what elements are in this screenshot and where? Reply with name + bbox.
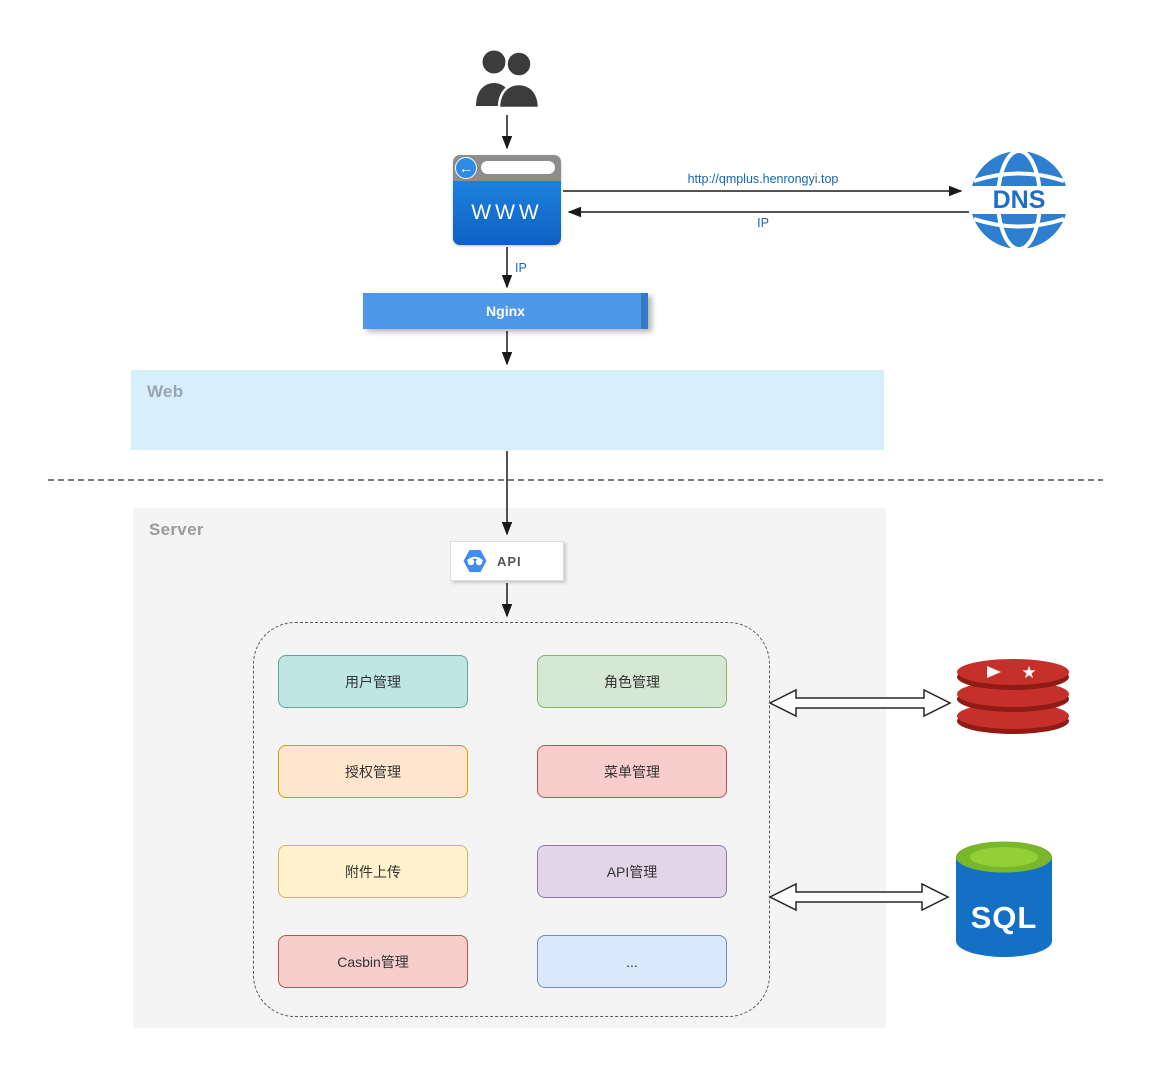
module-label: 菜单管理 (604, 763, 660, 780)
module-label: API管理 (606, 863, 658, 880)
browser-titlebar: ← (453, 155, 561, 181)
url-request-label: http://qmplus.henrongyi.top (687, 172, 839, 186)
sql-database-icon: SQL (956, 841, 1052, 957)
server-zone: Server (133, 508, 886, 1028)
dns-label: DNS (993, 186, 1046, 214)
users-icon (476, 50, 541, 110)
api-hexagon-icon (463, 550, 487, 572)
web-zone: Web (131, 370, 884, 450)
module-label: ... (626, 953, 638, 970)
module-box-role-management: 角色管理 (537, 655, 727, 708)
sql-label: SQL (971, 900, 1038, 935)
redis-triangle-icon (987, 666, 1001, 678)
nginx-shade (641, 293, 648, 329)
api-hexagon (463, 550, 487, 572)
module-box-attachment-upload: 附件上传 (278, 845, 468, 898)
browser-icon: ← WWW (453, 155, 561, 245)
browser-ip-label: IP (515, 261, 527, 275)
dns-ip-response-label: IP (757, 216, 769, 230)
user-front-body (497, 82, 541, 110)
nginx-node: Nginx (363, 293, 648, 329)
web-zone-label: Web (147, 382, 184, 401)
server-zone-label: Server (149, 520, 204, 539)
back-arrow-icon: ← (455, 157, 477, 179)
module-box-menu-management: 菜单管理 (537, 745, 727, 798)
dns-banner (969, 186, 1069, 214)
user-back-head (482, 50, 506, 74)
sql-cylinder-top-inner (970, 847, 1038, 867)
sql-cylinder-body (956, 857, 1052, 957)
module-box-casbin-management: Casbin管理 (278, 935, 468, 988)
module-label: 附件上传 (345, 863, 401, 880)
module-label: Casbin管理 (337, 953, 409, 970)
dns-parallel-top (973, 171, 1065, 183)
browser-www-label: WWW (453, 181, 561, 245)
module-label: 角色管理 (604, 673, 660, 690)
module-label: 授权管理 (345, 763, 401, 780)
dns-globe-icon: DNS (969, 150, 1069, 250)
module-box-more: ... (537, 935, 727, 988)
module-box-authorization-management: 授权管理 (278, 745, 468, 798)
nginx-label: Nginx (486, 303, 525, 319)
browser-address-bar (481, 161, 555, 174)
user-front-head (505, 50, 533, 78)
module-box-user-management: 用户管理 (278, 655, 468, 708)
module-box-api-management: API管理 (537, 845, 727, 898)
dns-parallel-bottom (973, 217, 1065, 229)
redis-layer1 (957, 659, 1069, 685)
api-goggle-bridge (466, 556, 484, 562)
api-label: API (497, 553, 522, 569)
modules-container: 用户管理 角色管理 授权管理 菜单管理 附件上传 API管理 Casbin管理 … (253, 622, 770, 1017)
redis-icon: ★ (957, 659, 1069, 734)
module-label: 用户管理 (345, 673, 401, 690)
api-gateway-node: API (450, 541, 564, 581)
redis-star-icon: ★ (1021, 663, 1036, 682)
